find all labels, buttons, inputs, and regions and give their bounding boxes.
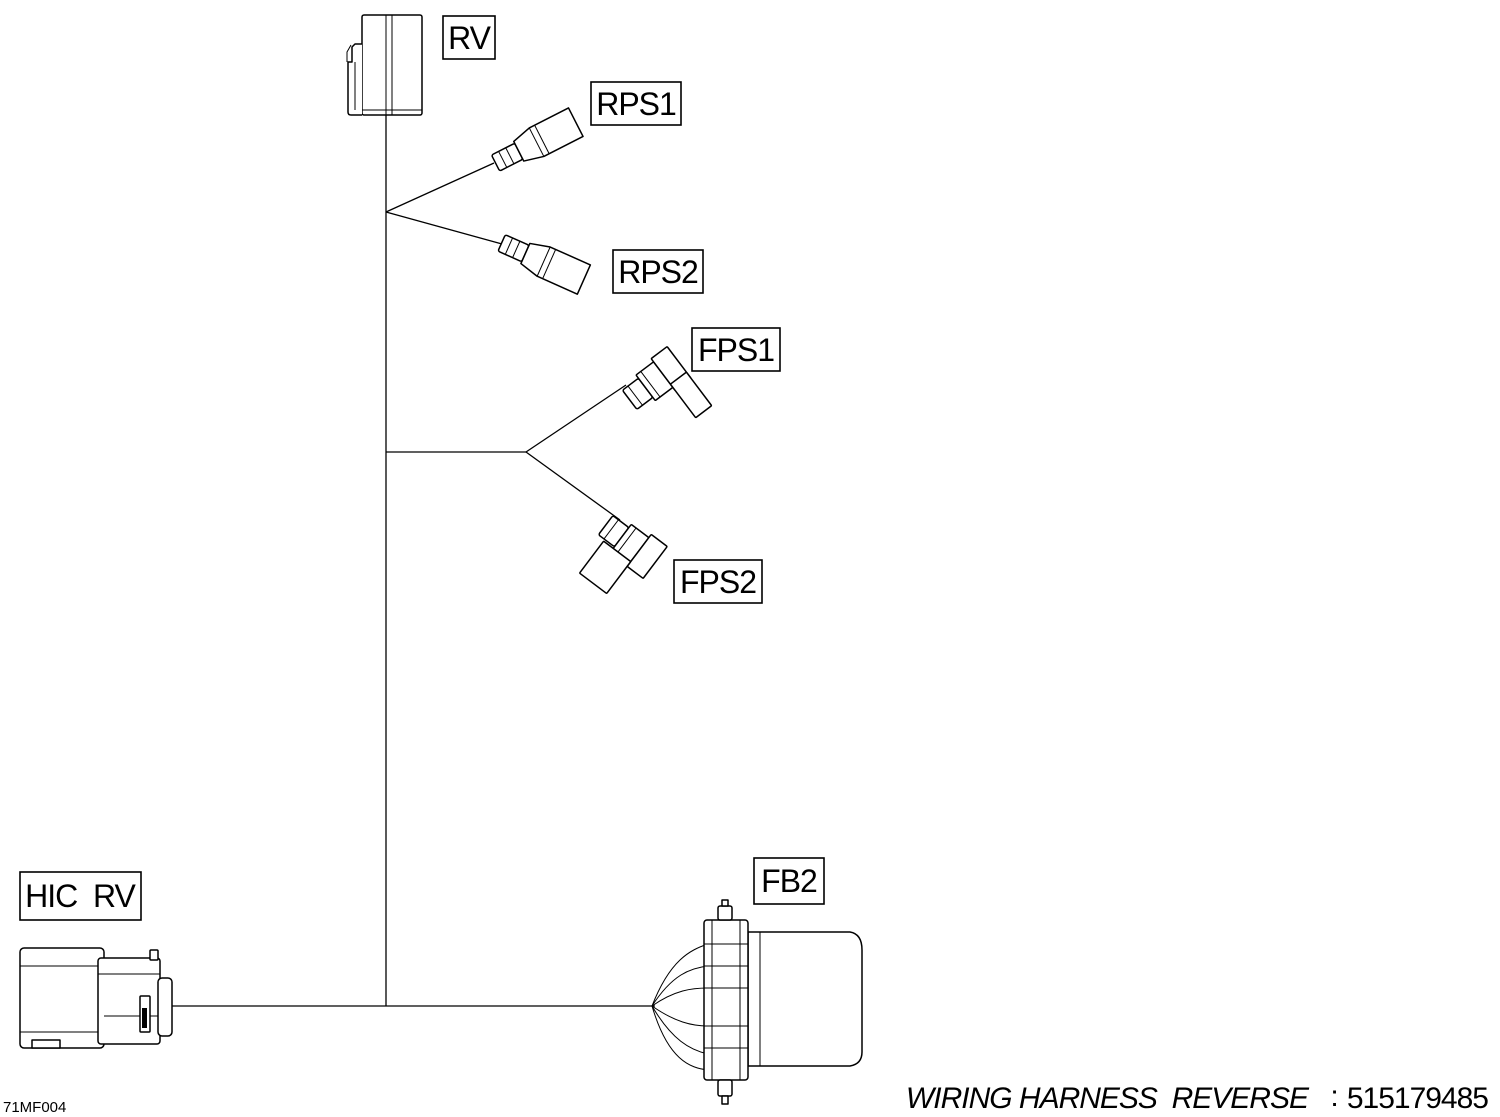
label-fps1-text: FPS1 [698,332,774,368]
label-rv-text: RV [448,20,492,56]
fb2-connector[interactable] [651,899,863,1105]
rps2-connector[interactable] [495,228,592,295]
diagram-title: WIRING HARNESS REVERSE : 515179485 [906,1080,1489,1115]
label-fps2: FPS2 [673,559,763,604]
fps2-sensor[interactable] [573,509,668,605]
rv-connector[interactable] [346,14,423,116]
title-part-number: 515179485 [1347,1082,1488,1115]
label-fb2: FB2 [753,857,825,905]
label-rv: RV [442,15,496,60]
wire-to-rps1 [385,162,495,213]
label-rps1: RPS1 [590,81,682,126]
label-fps1: FPS1 [691,327,781,372]
hic-rv-connector[interactable] [19,947,173,1049]
harness-wires [172,115,655,1007]
label-rps2-text: RPS2 [618,254,698,290]
label-fb2-text: FB2 [761,863,817,899]
figure-code: 71MF004 [3,1099,66,1116]
wire-to-rps2 [385,211,503,245]
fps1-sensor[interactable] [618,346,713,443]
label-fps2-text: FPS2 [680,564,756,600]
label-rps2: RPS2 [612,249,704,294]
label-hic-rv-text: HIC RV [25,878,136,914]
wire-to-fps2 [525,451,621,521]
rps1-connector[interactable] [488,107,584,177]
label-hic-rv: HIC RV [19,871,142,921]
wire-to-fps1 [525,384,627,453]
title-name: WIRING HARNESS REVERSE [906,1082,1310,1115]
title-separator: : [1330,1080,1337,1113]
label-rps1-text: RPS1 [596,86,676,122]
